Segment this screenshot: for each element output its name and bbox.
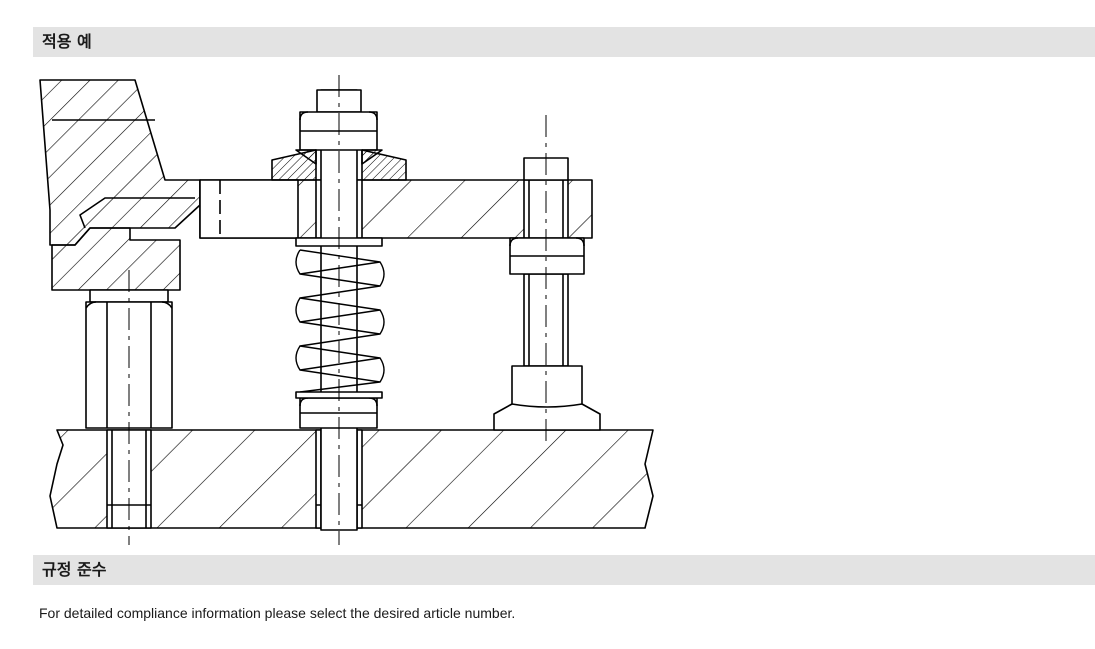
left-clamp-jaw: [39, 79, 201, 291]
section-title: 규정 준수: [42, 560, 107, 579]
application-example-drawing: [39, 75, 654, 545]
compliance-info-text: For detailed compliance information plea…: [39, 605, 516, 621]
section-header-application-example: 적용 예: [33, 27, 1095, 57]
section-header-compliance: 규정 준수: [33, 555, 1095, 585]
center-lines: [128, 75, 547, 545]
clamp-bar: [199, 179, 593, 239]
section-title: 적용 예: [42, 32, 92, 51]
